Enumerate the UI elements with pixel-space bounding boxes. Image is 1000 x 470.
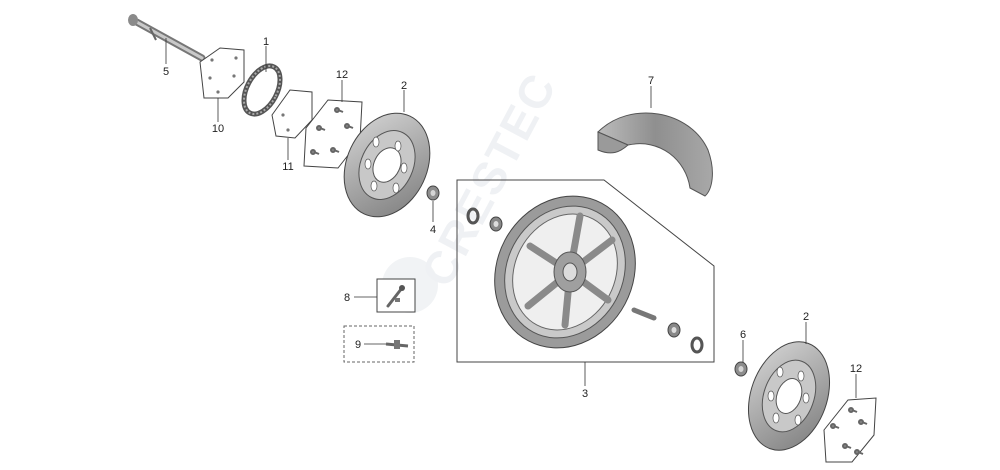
inner-spacer[interactable] bbox=[631, 307, 657, 321]
callout-7: 7 bbox=[648, 75, 654, 87]
oil-seal-left[interactable] bbox=[466, 207, 480, 225]
callout-8: 8 bbox=[344, 292, 350, 304]
callout-12-bottom: 12 bbox=[850, 363, 862, 375]
brake-disc-top[interactable] bbox=[328, 99, 446, 231]
callout-11: 11 bbox=[282, 161, 293, 173]
callout-2-top: 2 bbox=[401, 80, 407, 92]
callout-12-top: 12 bbox=[336, 69, 348, 81]
callout-1: 1 bbox=[263, 36, 269, 48]
leader-lines bbox=[165, 38, 857, 398]
bolt-kit-panel-11[interactable] bbox=[271, 89, 313, 139]
wheel-assembly-box bbox=[456, 179, 715, 363]
brake-disc-bottom[interactable] bbox=[734, 330, 844, 461]
callout-6: 6 bbox=[740, 329, 746, 341]
tire-part[interactable] bbox=[597, 112, 713, 197]
abs-tone-ring[interactable] bbox=[237, 60, 288, 120]
bearing-right[interactable] bbox=[667, 322, 681, 338]
axle-part[interactable] bbox=[128, 14, 206, 62]
callout-10: 10 bbox=[212, 123, 224, 135]
callout-5: 5 bbox=[163, 66, 169, 78]
callout-3: 3 bbox=[582, 388, 588, 400]
bolt-kit-panel-10[interactable] bbox=[199, 47, 245, 99]
oil-seal-right[interactable] bbox=[690, 336, 704, 354]
bearing-left[interactable] bbox=[489, 216, 503, 232]
callout-4: 4 bbox=[430, 224, 436, 236]
callout-2-bottom: 2 bbox=[803, 311, 809, 323]
wheel-part[interactable] bbox=[468, 171, 661, 373]
spacer-part-6[interactable] bbox=[734, 361, 748, 377]
callout-9: 9 bbox=[355, 339, 361, 351]
spacer-part-4[interactable] bbox=[426, 185, 440, 201]
disc-bolt-kit-bottom[interactable] bbox=[823, 397, 877, 463]
air-valve-box[interactable] bbox=[376, 278, 416, 313]
